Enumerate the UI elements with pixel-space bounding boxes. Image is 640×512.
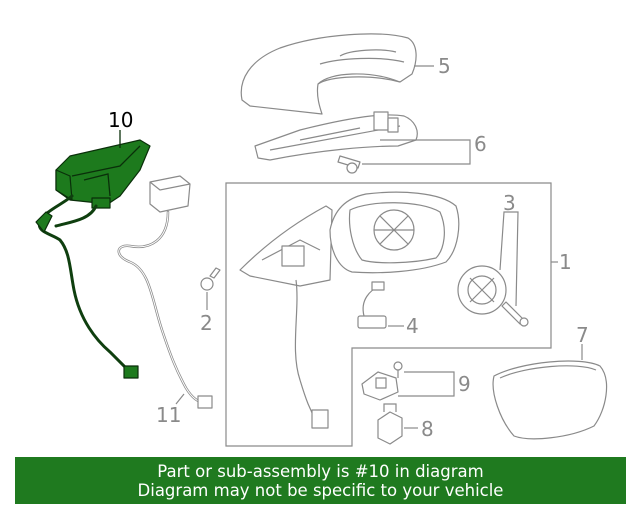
callout-7: 7 <box>576 323 589 347</box>
footer-line-2: Diagram may not be specific to your vehi… <box>137 481 504 500</box>
leader-6 <box>362 139 471 165</box>
leader-9 <box>398 371 455 397</box>
callout-6: 6 <box>474 132 487 156</box>
footer-line-1: Part or sub-assembly is #10 in diagram <box>157 462 484 481</box>
callout-3: 3 <box>503 191 516 215</box>
part-bracket-clip <box>361 361 403 401</box>
callout-9: 9 <box>458 372 471 396</box>
part-mirror-cover <box>240 33 417 115</box>
part-mirror-housing <box>239 191 460 429</box>
callout-2: 2 <box>200 311 213 335</box>
part-glass-actuator <box>457 265 529 327</box>
part-turn-signal-lamp <box>254 111 418 161</box>
callout-11: 11 <box>156 403 181 427</box>
footer-banner: Part or sub-assembly is #10 in diagram D… <box>15 457 626 504</box>
part-motor <box>377 403 403 445</box>
part-screw-small <box>337 155 361 174</box>
callout-8: 8 <box>421 417 434 441</box>
part-screw <box>200 267 221 291</box>
leader-11 <box>175 393 185 405</box>
callout-4: 4 <box>406 314 419 338</box>
part-module-highlighted <box>35 139 151 379</box>
assembly-frame-1 <box>225 182 552 447</box>
callout-5: 5 <box>438 54 451 78</box>
part-sensor <box>357 281 387 329</box>
leader-3 <box>499 211 519 307</box>
callout-1: 1 <box>559 250 572 274</box>
callout-10: 10 <box>108 108 133 132</box>
part-wiring-harness <box>117 175 213 409</box>
part-mirror-glass <box>492 360 608 440</box>
